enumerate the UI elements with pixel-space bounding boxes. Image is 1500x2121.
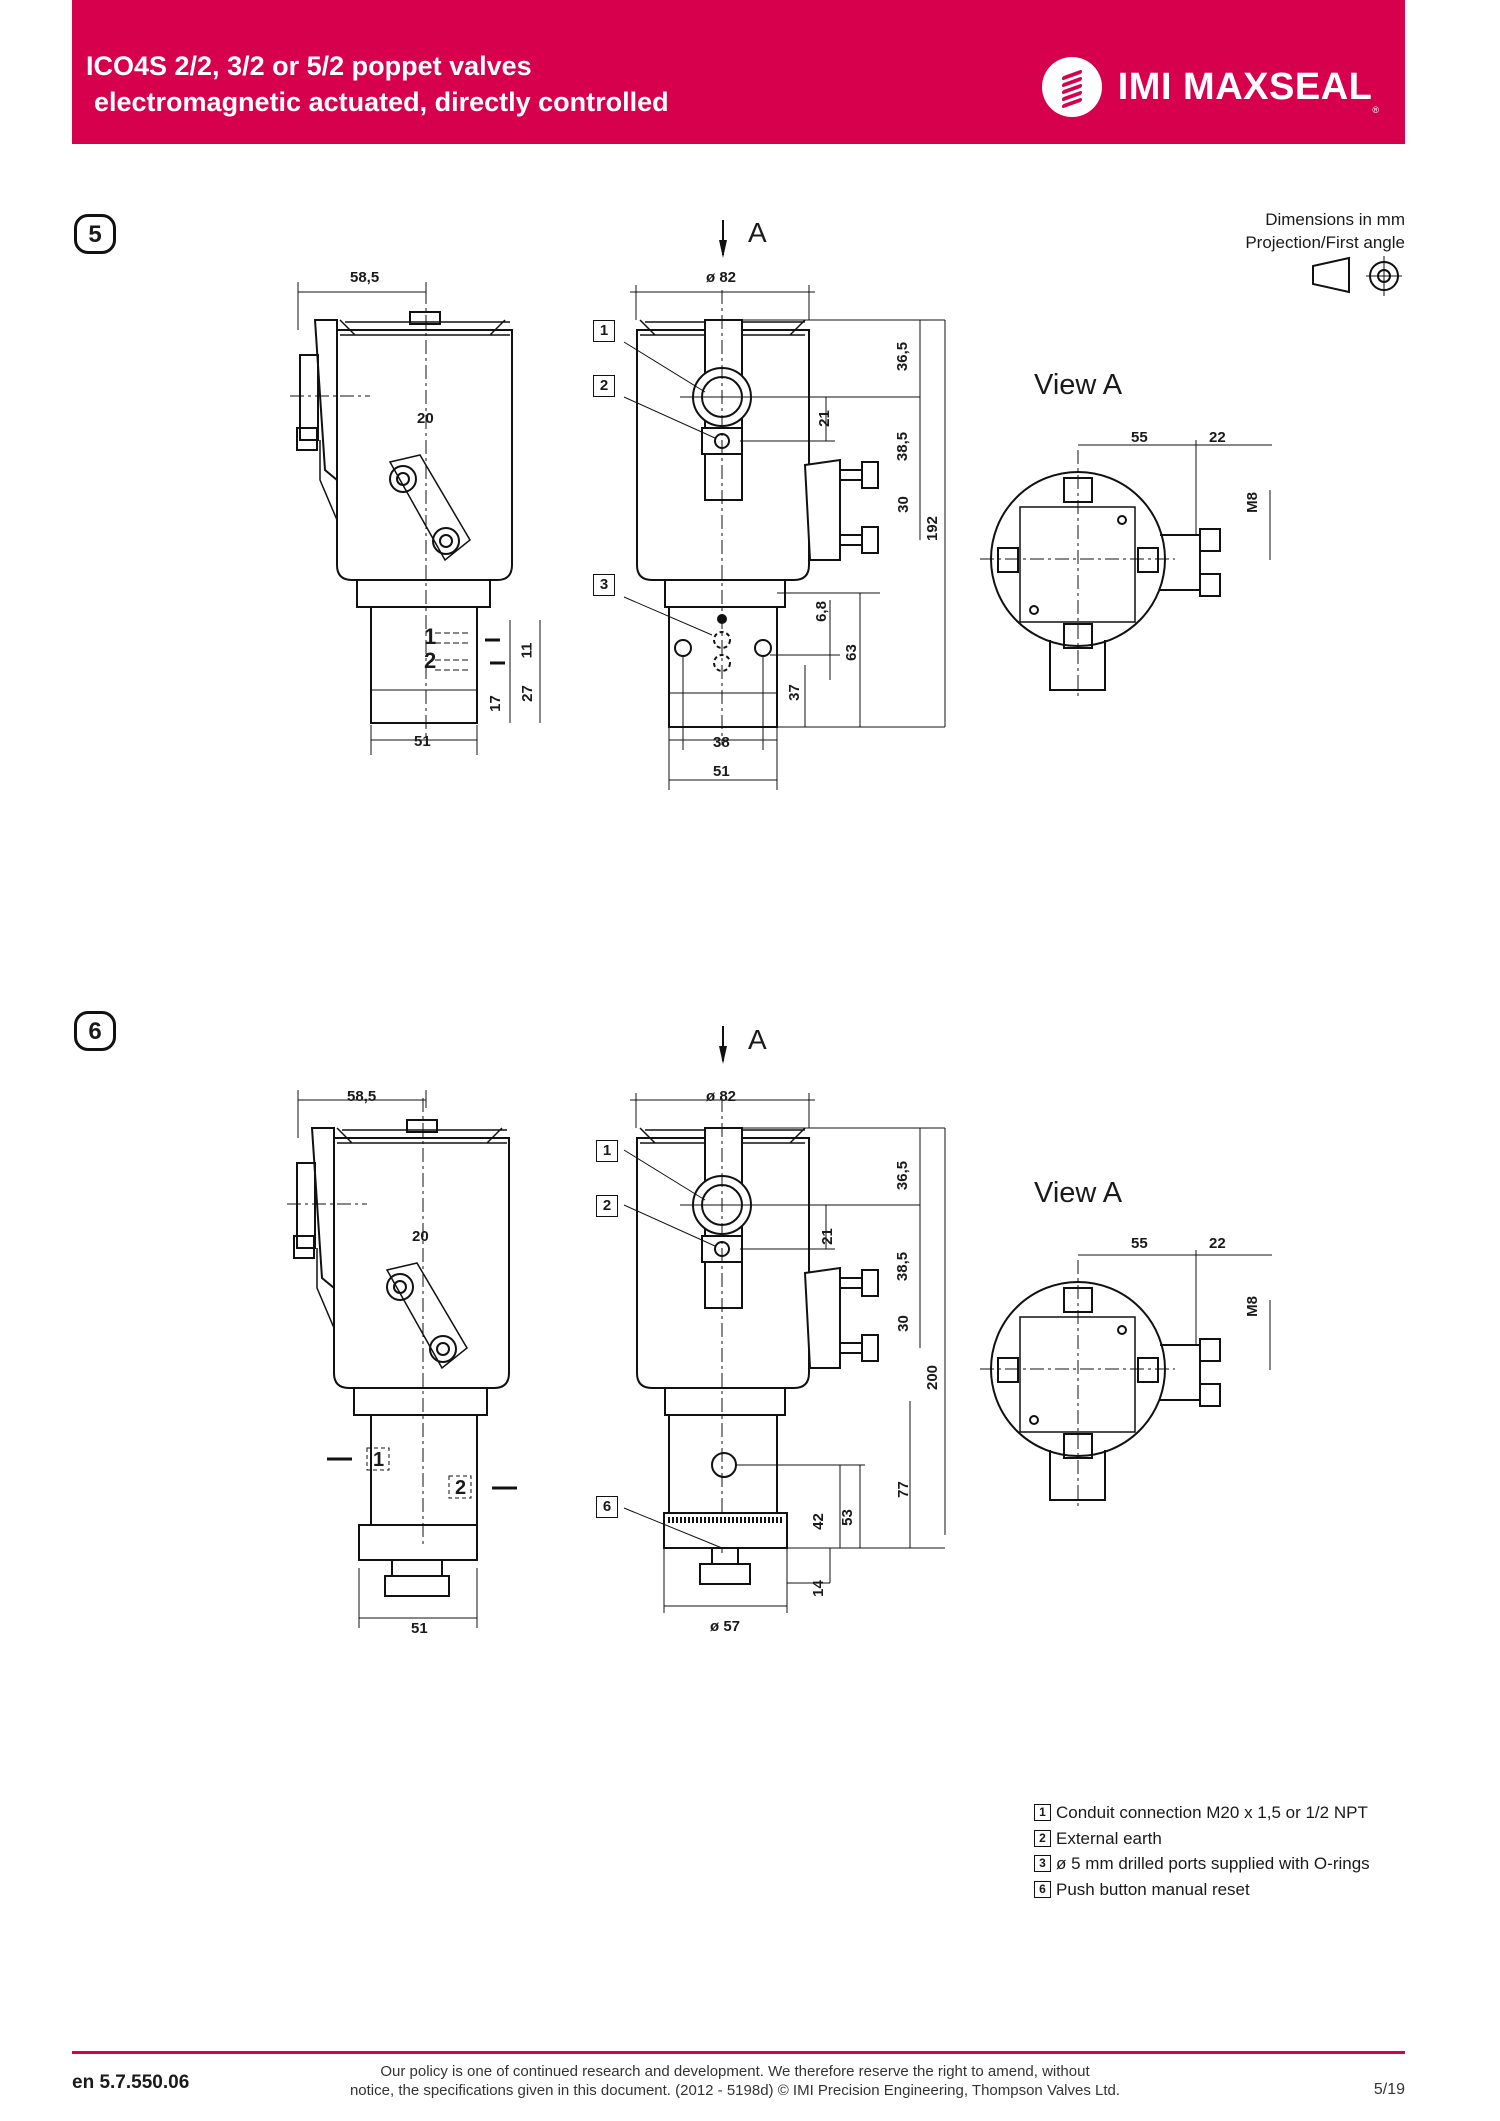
fig5-dim-51-front: 51 — [713, 763, 730, 780]
legend: 1 Conduit connection M20 x 1,5 or 1/2 NPT… — [1034, 1800, 1370, 1902]
fig5-port-1: 1 — [424, 624, 437, 649]
fig6-view-dim-22: 22 — [1209, 1235, 1226, 1252]
fig6-dim-14: 14 — [809, 1580, 827, 1597]
fig5-dim-20: 20 — [417, 410, 434, 427]
fig6-view-arrow-label: A — [748, 1024, 767, 1055]
legend-item: 3 ø 5 mm drilled ports supplied with O-ri… — [1034, 1851, 1370, 1877]
legend-item: 6 Push button manual reset — [1034, 1877, 1370, 1903]
fig6-dim-77: 77 — [894, 1481, 912, 1498]
fig5-view-dim-22: 22 — [1209, 429, 1226, 446]
figure-5-number: 5 — [74, 214, 116, 254]
fig5-dim-192: 192 — [924, 515, 942, 542]
fig5-view-a — [979, 439, 1273, 701]
fig5-port-2: 2 — [424, 648, 437, 673]
fig5-dim-38-5: 38,5 — [894, 431, 912, 462]
page-number: 5/19 — [1373, 2081, 1405, 2098]
fig6-callout-2: 2 — [596, 1195, 618, 1217]
fig5-dim-37: 37 — [785, 684, 803, 701]
fig6-view-a — [979, 1249, 1273, 1511]
fig5-front-view — [297, 281, 946, 790]
fig5-callout-3: 3 — [593, 574, 615, 596]
document-code: en 5.7.550.06 — [72, 2072, 190, 2093]
fig5-dim-58-5: 58,5 — [350, 269, 380, 286]
fig6-dim-30: 30 — [894, 1315, 912, 1332]
fig6-dim-51: 51 — [411, 1620, 428, 1637]
fig5-dim-6-8: 6,8 — [812, 601, 830, 622]
legend-text: Push button manual reset — [1056, 1879, 1250, 1899]
fig6-dim-58-5: 58,5 — [347, 1088, 377, 1105]
first-angle-projection-icon — [1312, 256, 1402, 296]
logo-spring-icon — [1041, 57, 1102, 117]
fig6-dim-d57: ø 57 — [710, 1618, 741, 1635]
fig5-dim-17: 17 — [486, 695, 504, 712]
fig5-dim-63: 63 — [842, 644, 860, 661]
policy-line1: Our policy is one of continued research … — [380, 2063, 1090, 2080]
fig5-dim-30: 30 — [894, 496, 912, 513]
fig5-dim-21: 21 — [815, 410, 833, 427]
fig6-dim-200: 200 — [924, 1364, 942, 1391]
fig6-callout-6: 6 — [596, 1496, 618, 1518]
fig6-dim-38-5: 38,5 — [894, 1251, 912, 1282]
legend-key: 6 — [1034, 1880, 1051, 1898]
figure-6-number: 6 — [74, 1011, 116, 1051]
dimensions-note: Dimensions in mm — [1265, 210, 1405, 229]
fig6-view-dim-55: 55 — [1131, 1235, 1148, 1252]
fig5-callout-2: 2 — [593, 375, 615, 397]
policy-line2: notice, the specifications given in this… — [349, 2082, 1121, 2099]
fig6-dim-21: 21 — [818, 1228, 836, 1245]
fig6-view-a-title: View A — [1034, 1177, 1123, 1209]
legend-item: 2 External earth — [1034, 1826, 1370, 1852]
legend-text: ø 5 mm drilled ports supplied with O-rin… — [1056, 1854, 1370, 1873]
legend-item: 1 Conduit connection M20 x 1,5 or 1/2 NPT — [1034, 1800, 1370, 1826]
fig5-dim-51-side: 51 — [414, 733, 431, 750]
legend-text: External earth — [1056, 1828, 1162, 1848]
legend-text: Conduit connection M20 x 1,5 or 1/2 NPT — [1056, 1803, 1368, 1822]
fig5-dim-27: 27 — [518, 685, 536, 702]
fig6-side-view — [286, 1097, 517, 1628]
fig6-callout-1: 1 — [596, 1140, 618, 1162]
footer-divider — [72, 2051, 1405, 2054]
legend-key: 3 — [1034, 1855, 1051, 1873]
registered-mark: ® — [1372, 105, 1379, 115]
fig6-front-view — [297, 1089, 946, 1613]
fig5-dim-38: 38 — [713, 734, 730, 751]
fig5-dim-11: 11 — [518, 642, 536, 659]
fig6-port-2: 2 — [455, 1477, 467, 1499]
fig6-dim-53: 53 — [838, 1509, 856, 1526]
fig5-view-dim-55: 55 — [1131, 429, 1148, 446]
fig5-side-view — [289, 289, 541, 755]
legend-key: 1 — [1034, 1804, 1051, 1822]
page-header: ICO4S 2/2, 3/2 or 5/2 poppet valves elec… — [72, 0, 1405, 144]
fig5-callout-1: 1 — [593, 320, 615, 342]
brand-name: IMI MAXSEAL — [1117, 65, 1373, 108]
title-line2: electromagnetic actuated, directly contr… — [94, 87, 669, 117]
projection-note: Projection/First angle — [1245, 233, 1405, 252]
legend-key: 2 — [1034, 1829, 1051, 1847]
fig5-view-a-title: View A — [1034, 369, 1123, 401]
fig6-view-dim-m8: M8 — [1243, 1296, 1261, 1317]
fig6-dim-36-5: 36,5 — [894, 1160, 912, 1191]
fig6-port-1: 1 — [373, 1449, 385, 1471]
fig6-dim-42: 42 — [809, 1513, 827, 1530]
fig5-view-arrow-label: A — [748, 217, 767, 248]
fig5-dim-d82: ø 82 — [706, 269, 737, 286]
fig6-dim-20: 20 — [412, 1228, 429, 1245]
fig5-dim-36-5: 36,5 — [894, 341, 912, 372]
fig5-view-dim-m8: M8 — [1243, 492, 1261, 513]
brand-logo: IMI MAXSEAL ® — [1041, 57, 1379, 117]
fig6-dim-d82: ø 82 — [706, 1088, 737, 1105]
policy-text: Our policy is one of continued research … — [300, 2062, 1170, 2100]
title-line1: ICO4S 2/2, 3/2 or 5/2 poppet valves — [86, 51, 532, 81]
